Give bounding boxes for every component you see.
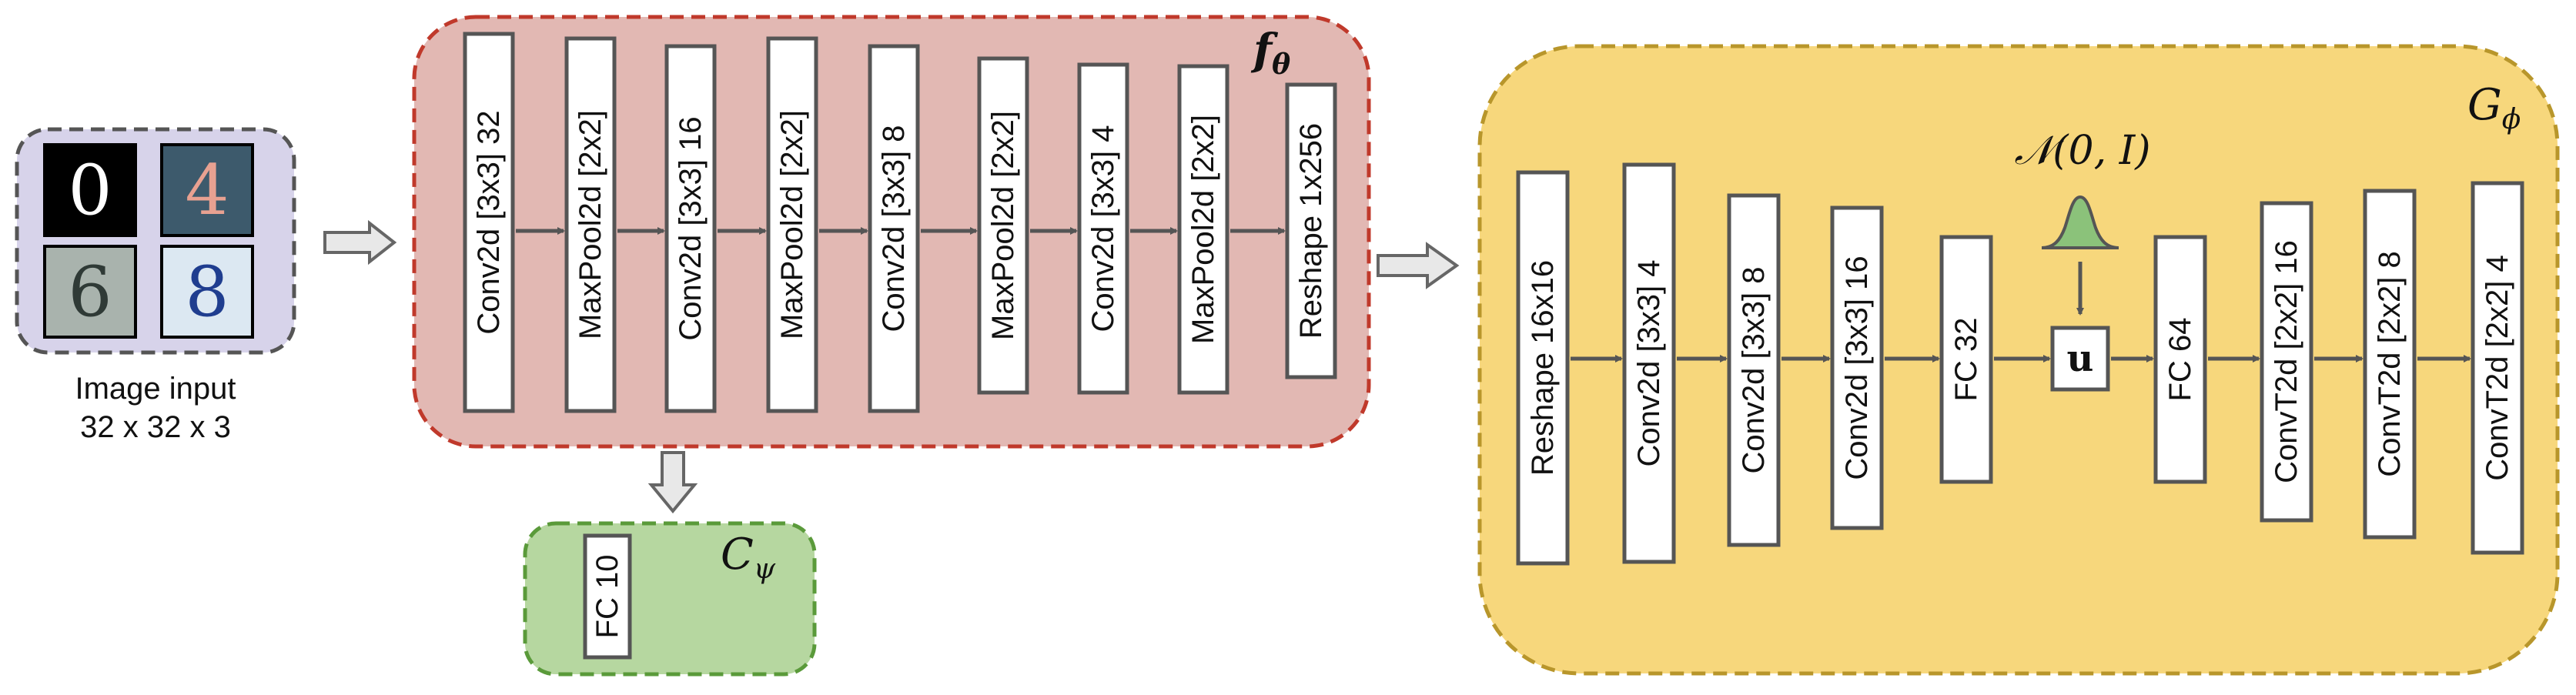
- generator-layer-label-3: Conv2d [3x3] 8: [1737, 266, 1771, 474]
- generator-layer-label-1: Reshape 16x16: [1526, 259, 1560, 476]
- input-caption-line2: 32 x 32 x 3: [80, 410, 231, 444]
- sample-digit-4: [160, 143, 254, 237]
- generator-layer-2: [1622, 162, 1676, 564]
- sample-digit-6-glyph: 6: [68, 251, 112, 332]
- sample-digit-0: [43, 143, 137, 237]
- classifier-symbol-main: C: [721, 530, 754, 580]
- generator-layer-5: [1939, 235, 1993, 484]
- generator-layer-label-2: Conv2d [3x3] 4: [1632, 259, 1666, 467]
- encoder-layer-7: [1077, 62, 1129, 395]
- flow-arrow-input-encoder: [323, 219, 397, 266]
- encoder-layer-9: [1285, 82, 1337, 379]
- generator-symbol-sub: ϕ: [2501, 104, 2521, 136]
- latent-u-label: u: [2066, 337, 2094, 380]
- encoder-layer-label-3: Conv2d [3x3] 16: [674, 116, 708, 341]
- noise-distribution-label: 𝒩(0, I): [2014, 128, 2151, 174]
- encoder-layer-5: [868, 44, 920, 413]
- encoder-layer-label-5: Conv2d [3x3] 8: [877, 125, 911, 332]
- encoder-layer-label-8: MaxPool2d [2x2]: [1186, 115, 1220, 344]
- generator-layer-label-4: Conv2d [3x3] 16: [1840, 256, 1874, 480]
- encoder-layer-label-6: MaxPool2d [2x2]: [986, 111, 1020, 340]
- classifier-symbol: Cψ: [721, 530, 775, 585]
- encoder-layer-1: [463, 32, 515, 413]
- encoder-layer-label-7: Conv2d [3x3] 4: [1086, 125, 1120, 332]
- encoder-layer-3: [664, 44, 717, 413]
- encoder-symbol-sub: θ: [1272, 48, 1291, 82]
- gaussian-noise-curve: [2041, 195, 2119, 249]
- classifier-layer-label-1: FC 10: [590, 554, 624, 639]
- sample-digit-8-glyph: 8: [185, 251, 229, 332]
- generator-layer-label-5: FC 32: [1949, 317, 1983, 402]
- generator-layer-7: [2260, 201, 2313, 523]
- flow-arrow-encoder-generator: [1377, 242, 1460, 289]
- encoder-symbol: fθ: [1253, 25, 1290, 81]
- latent-u-box: [2050, 326, 2110, 392]
- sample-digit-0-glyph: 0: [68, 149, 112, 231]
- encoder-layer-6: [977, 56, 1029, 395]
- generator-layer-label-9: ConvT2d [2x2] 4: [2481, 255, 2514, 481]
- generator-symbol-main: G: [2467, 80, 2502, 130]
- encoder-layer-8: [1177, 64, 1229, 395]
- generator-layer-label-7: ConvT2d [2x2] 16: [2270, 240, 2303, 483]
- generator-layer-6: [2153, 235, 2207, 484]
- classifier-layer-1: [583, 533, 632, 660]
- sample-digit-4-glyph: 4: [185, 149, 229, 231]
- generator-layer-label-8: ConvT2d [2x2] 8: [2373, 251, 2407, 477]
- encoder-layer-2: [564, 36, 617, 413]
- sample-digit-6: [43, 245, 137, 339]
- flow-arrow-encoder-classifier: [647, 451, 698, 514]
- encoder-symbol-main: f: [1253, 25, 1273, 75]
- sample-digit-8: [160, 245, 254, 339]
- generator-layer-9: [2471, 181, 2524, 555]
- encoder-layer-label-9: Reshape 1x256: [1294, 122, 1328, 339]
- generator-layer-label-6: FC 64: [2163, 317, 2197, 402]
- generator-layer-3: [1727, 193, 1781, 547]
- classifier-symbol-sub: ψ: [753, 553, 776, 586]
- generator-layer-1: [1516, 170, 1570, 566]
- generator-layer-8: [2363, 189, 2417, 540]
- encoder-layer-label-2: MaxPool2d [2x2]: [574, 110, 607, 339]
- encoder-layer-label-4: MaxPool2d [2x2]: [775, 110, 809, 339]
- generator-layer-4: [1830, 205, 1884, 530]
- generator-symbol: Gϕ: [2467, 80, 2521, 135]
- encoder-layer-label-1: Conv2d [3x3] 32: [472, 110, 506, 335]
- input-caption-line1: Image input: [75, 372, 236, 406]
- encoder-layer-4: [766, 36, 818, 413]
